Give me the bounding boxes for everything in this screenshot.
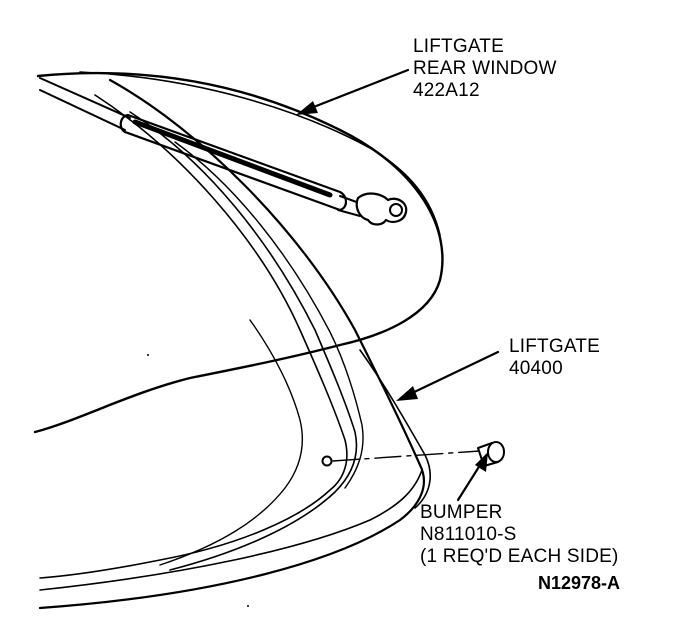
strut-stud [389, 203, 403, 217]
callout-bumper-line1: BUMPER [420, 502, 503, 523]
callout-rear-window-line3: 422A12 [413, 80, 480, 101]
callout-bumper-line2: N811010-S [420, 524, 517, 545]
callout-liftgate-line1: LIFTGATE [509, 336, 600, 357]
arrowhead-bumper [475, 452, 488, 472]
strut-ball-socket [355, 192, 408, 226]
callout-bumper-line3: (1 REQ'D EACH SIDE) [420, 546, 619, 567]
bumper-centerline [332, 450, 481, 462]
arrowhead-rear-window [296, 101, 318, 115]
callout-rear-window: LIFTGATE REAR WINDOW 422A12 [413, 36, 557, 102]
print-speck [247, 605, 249, 607]
leader-bumper [456, 460, 484, 502]
liftgate-outer-edge [38, 78, 425, 610]
callout-rear-window-line1: LIFTGATE [413, 36, 504, 57]
arrowhead-liftgate [396, 386, 418, 401]
leader-rear-window [304, 68, 410, 112]
callout-bumper: BUMPER N811010-S (1 REQ'D EACH SIDE) [420, 502, 619, 568]
liftgate-inner-contour-2 [129, 111, 358, 571]
bumper-mount-hole [321, 455, 333, 467]
callout-rear-window-line2: REAR WINDOW [413, 58, 557, 79]
rear-window-outline [33, 71, 444, 434]
print-speck [147, 354, 149, 356]
callout-liftgate-line2: 40400 [509, 358, 563, 379]
strut-rod [39, 77, 131, 131]
bumper-head [487, 441, 505, 463]
liftgate-lower-sweep [39, 469, 423, 591]
strut-cylinder-shading [132, 119, 333, 198]
liftgate-pillar-edge [359, 349, 431, 509]
liftgate-inner-contour-4 [159, 319, 303, 566]
window-top-edge [79, 71, 441, 236]
leader-liftgate [406, 350, 500, 397]
liftgate-inner-contour-3 [174, 141, 364, 489]
liftgate-inner-contour-1 [39, 94, 348, 579]
callout-liftgate: LIFTGATE 40400 [509, 336, 600, 380]
figure-number: N12978-A [538, 573, 621, 593]
